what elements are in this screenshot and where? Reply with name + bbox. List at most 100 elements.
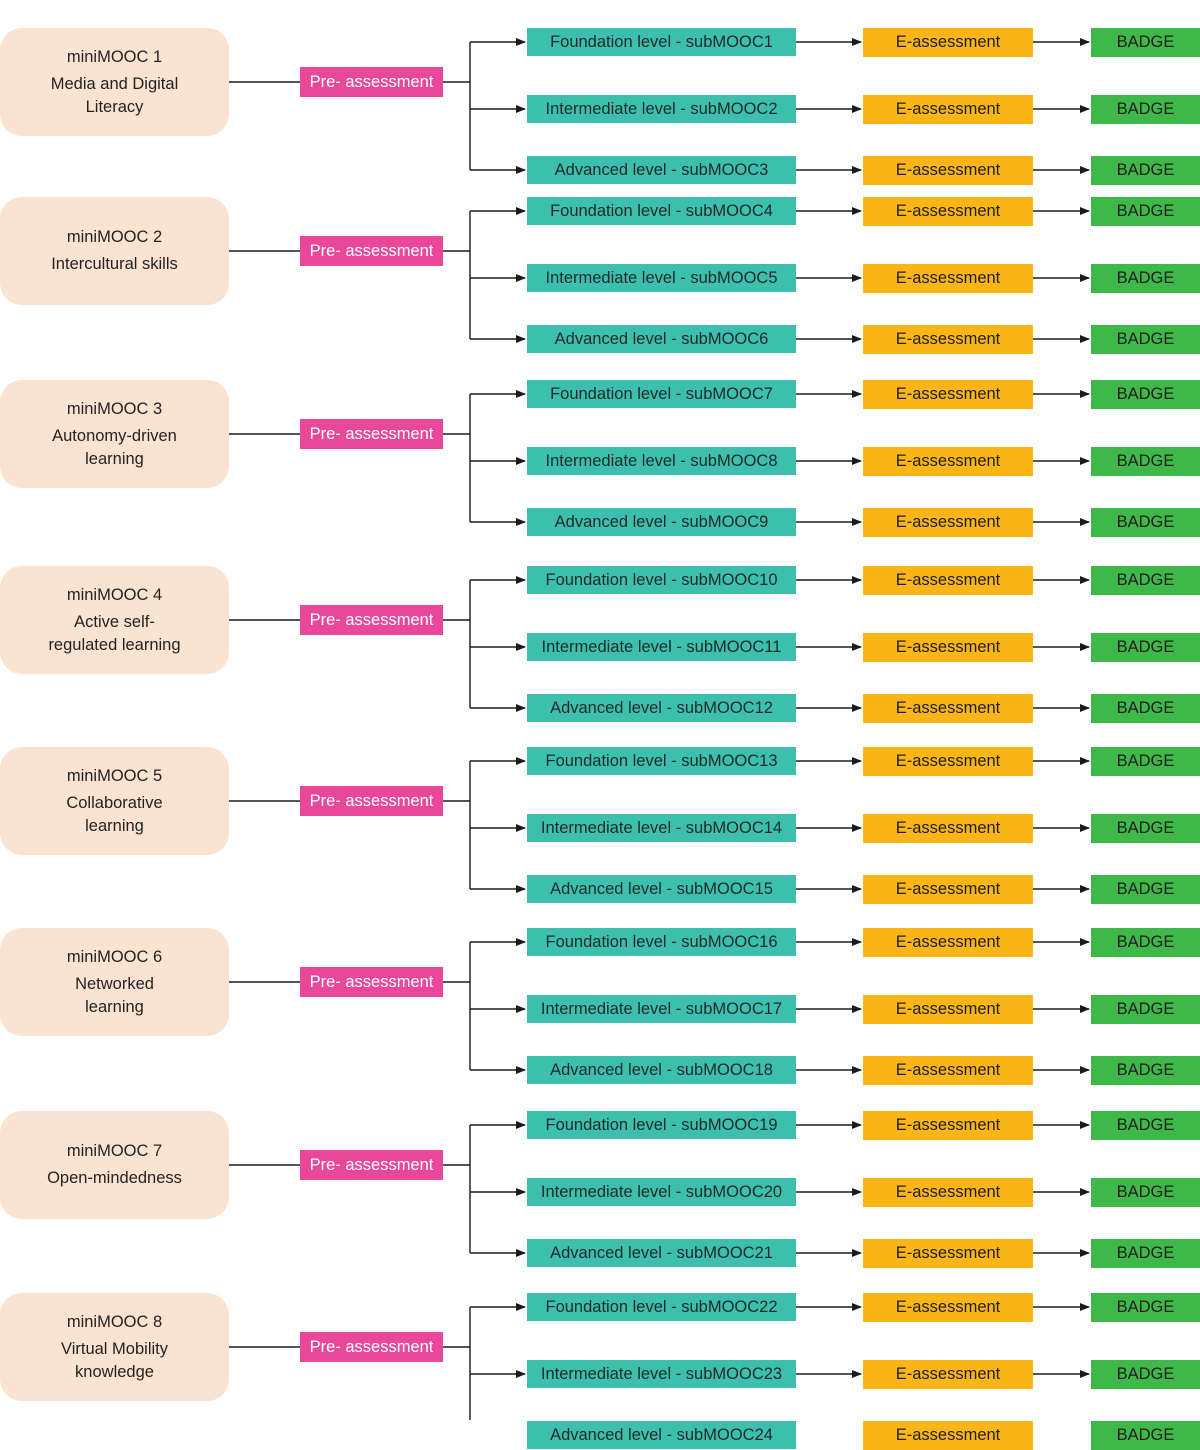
pre-assessment-box: Pre- assessment — [300, 67, 443, 97]
minimooc-7-card: miniMOOC 7 Open-mindedness — [0, 1111, 229, 1219]
e-assessment-box: E-assessment — [863, 1421, 1033, 1450]
e-assessment-box: E-assessment — [863, 1056, 1033, 1085]
pre-assessment-box: Pre- assessment — [300, 605, 443, 635]
badge-box: BADGE — [1091, 995, 1200, 1024]
badge-box: BADGE — [1091, 694, 1200, 723]
minimooc-subtitle: Intercultural skills — [51, 255, 178, 273]
pre-assessment-box: Pre- assessment — [300, 1332, 443, 1362]
e-assessment-box: E-assessment — [863, 264, 1033, 293]
e-assessment-box: E-assessment — [863, 1111, 1033, 1140]
pre-assessment-box: Pre- assessment — [300, 419, 443, 449]
minimooc-3-card: miniMOOC 3 Autonomy-driven learning — [0, 380, 229, 488]
badge-box: BADGE — [1091, 197, 1200, 226]
minimooc-subtitle: Collaborative learning — [66, 793, 163, 835]
minimooc-title: miniMOOC 4 — [66, 585, 163, 604]
advanced-level-box: Advanced level - subMOOC18 — [527, 1056, 796, 1084]
e-assessment-box: E-assessment — [863, 325, 1033, 354]
e-assessment-box: E-assessment — [863, 156, 1033, 185]
minimooc-subtitle: Virtual Mobility knowledge — [61, 1339, 168, 1381]
pre-assessment-box: Pre- assessment — [300, 236, 443, 266]
advanced-level-box: Advanced level - subMOOC15 — [527, 875, 796, 903]
minimooc-title: miniMOOC 5 — [66, 766, 163, 785]
advanced-level-box: Advanced level - subMOOC21 — [527, 1239, 796, 1267]
e-assessment-box: E-assessment — [863, 875, 1033, 904]
advanced-level-box: Advanced level - subMOOC12 — [527, 694, 796, 722]
badge-box: BADGE — [1091, 1421, 1200, 1450]
connector-layer — [229, 38, 1090, 1420]
intermediate-level-box: Intermediate level - subMOOC14 — [527, 814, 796, 842]
intermediate-level-box: Intermediate level - subMOOC11 — [527, 633, 796, 661]
minimooc-subtitle: Autonomy-driven learning — [52, 426, 177, 468]
e-assessment-box: E-assessment — [863, 1239, 1033, 1268]
minimooc-subtitle: Networked learning — [75, 974, 154, 1016]
minimooc-subtitle: Active self- regulated learning — [48, 612, 181, 654]
e-assessment-box: E-assessment — [863, 1293, 1033, 1322]
badge-box: BADGE — [1091, 264, 1200, 293]
badge-box: BADGE — [1091, 28, 1200, 57]
minimooc-title: miniMOOC 7 — [66, 1142, 163, 1160]
foundation-level-box: Foundation level - subMOOC1 — [527, 28, 796, 56]
minimooc-title: miniMOOC 8 — [66, 1312, 163, 1331]
e-assessment-box: E-assessment — [863, 95, 1033, 124]
badge-box: BADGE — [1091, 1178, 1200, 1207]
e-assessment-box: E-assessment — [863, 814, 1033, 843]
e-assessment-box: E-assessment — [863, 1360, 1033, 1389]
badge-box: BADGE — [1091, 95, 1200, 124]
badge-box: BADGE — [1091, 380, 1200, 409]
badge-box: BADGE — [1091, 814, 1200, 843]
minimooc-title: miniMOOC 2 — [66, 228, 163, 246]
badge-box: BADGE — [1091, 156, 1200, 185]
advanced-level-box: Advanced level - subMOOC24 — [527, 1421, 796, 1449]
e-assessment-box: E-assessment — [863, 928, 1033, 957]
e-assessment-box: E-assessment — [863, 380, 1033, 409]
minimooc-subtitle: Open-mindedness — [47, 1169, 182, 1187]
foundation-level-box: Foundation level - subMOOC22 — [527, 1293, 796, 1321]
advanced-level-box: Advanced level - subMOOC3 — [527, 156, 796, 184]
advanced-level-box: Advanced level - subMOOC6 — [527, 325, 796, 353]
advanced-level-box: Advanced level - subMOOC9 — [527, 508, 796, 536]
intermediate-level-box: Intermediate level - subMOOC2 — [527, 95, 796, 123]
intermediate-level-box: Intermediate level - subMOOC17 — [527, 995, 796, 1023]
pre-assessment-box: Pre- assessment — [300, 967, 443, 997]
e-assessment-box: E-assessment — [863, 1178, 1033, 1207]
e-assessment-box: E-assessment — [863, 447, 1033, 476]
badge-box: BADGE — [1091, 1239, 1200, 1268]
minimooc-8-card: miniMOOC 8 Virtual Mobility knowledge — [0, 1293, 229, 1401]
badge-box: BADGE — [1091, 447, 1200, 476]
intermediate-level-box: Intermediate level - subMOOC8 — [527, 447, 796, 475]
e-assessment-box: E-assessment — [863, 566, 1033, 595]
intermediate-level-box: Intermediate level - subMOOC20 — [527, 1178, 796, 1206]
minimooc-title: miniMOOC 6 — [66, 947, 163, 966]
minimooc-4-card: miniMOOC 4 Active self- regulated learnin… — [0, 566, 229, 674]
badge-box: BADGE — [1091, 633, 1200, 662]
intermediate-level-box: Intermediate level - subMOOC23 — [527, 1360, 796, 1388]
badge-box: BADGE — [1091, 747, 1200, 776]
foundation-level-box: Foundation level - subMOOC19 — [527, 1111, 796, 1139]
badge-box: BADGE — [1091, 1111, 1200, 1140]
foundation-level-box: Foundation level - subMOOC16 — [527, 928, 796, 956]
badge-box: BADGE — [1091, 875, 1200, 904]
badge-box: BADGE — [1091, 1360, 1200, 1389]
e-assessment-box: E-assessment — [863, 197, 1033, 226]
minimooc-6-card: miniMOOC 6 Networked learning — [0, 928, 229, 1036]
intermediate-level-box: Intermediate level - subMOOC5 — [527, 264, 796, 292]
badge-box: BADGE — [1091, 1293, 1200, 1322]
pre-assessment-box: Pre- assessment — [300, 786, 443, 816]
badge-box: BADGE — [1091, 325, 1200, 354]
pre-assessment-box: Pre- assessment — [300, 1150, 443, 1180]
badge-box: BADGE — [1091, 928, 1200, 957]
minimooc-2-card: miniMOOC 2 Intercultural skills — [0, 197, 229, 305]
foundation-level-box: Foundation level - subMOOC7 — [527, 380, 796, 408]
minimooc-5-card: miniMOOC 5 Collaborative learning — [0, 747, 229, 855]
badge-box: BADGE — [1091, 508, 1200, 537]
badge-box: BADGE — [1091, 1056, 1200, 1085]
e-assessment-box: E-assessment — [863, 995, 1033, 1024]
foundation-level-box: Foundation level - subMOOC4 — [527, 197, 796, 225]
foundation-level-box: Foundation level - subMOOC10 — [527, 566, 796, 594]
e-assessment-box: E-assessment — [863, 633, 1033, 662]
e-assessment-box: E-assessment — [863, 747, 1033, 776]
minimooc-title: miniMOOC 1 — [66, 47, 163, 66]
minimooc-title: miniMOOC 3 — [66, 399, 163, 418]
badge-box: BADGE — [1091, 566, 1200, 595]
